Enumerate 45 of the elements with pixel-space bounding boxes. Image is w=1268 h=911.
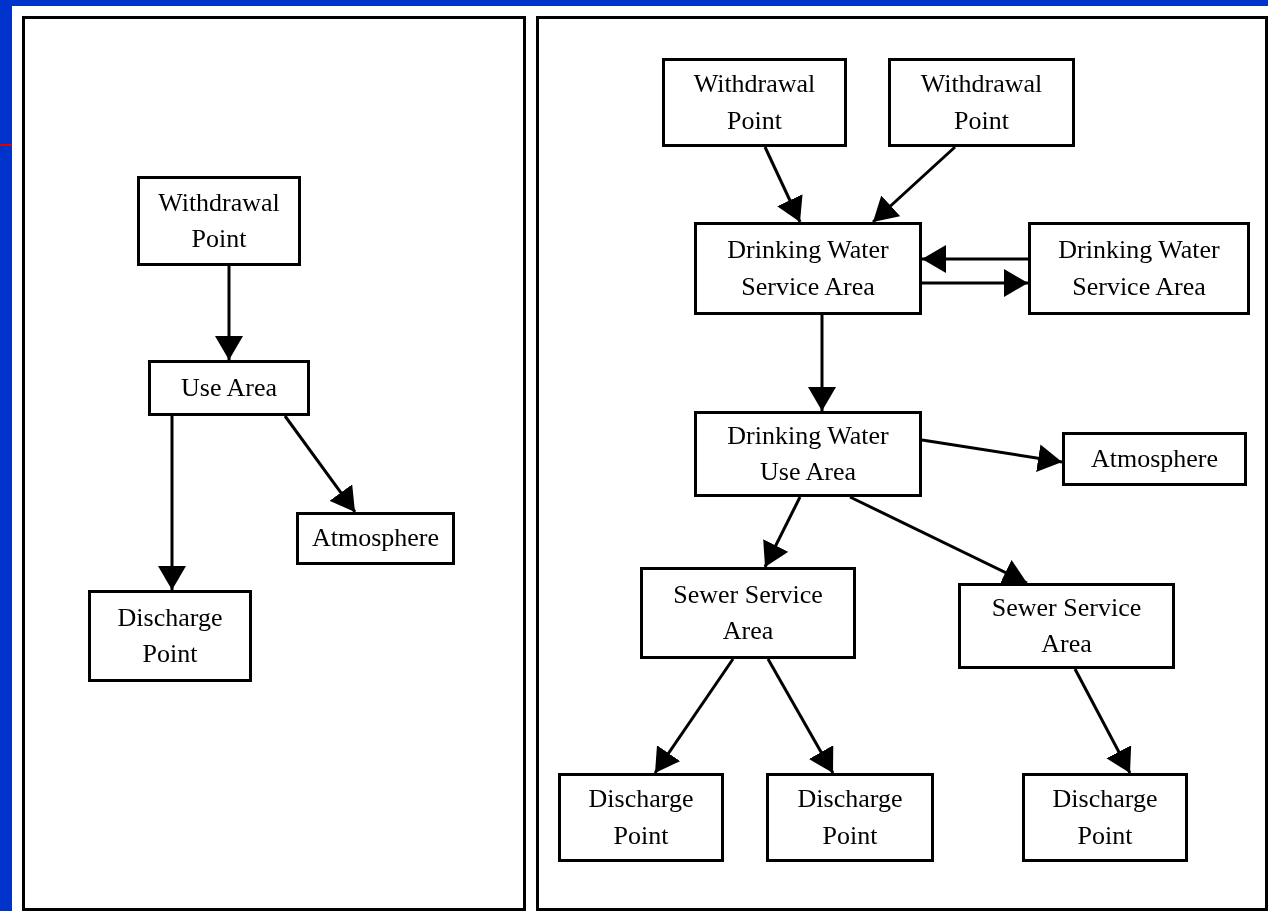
process-box [662,58,847,147]
node-label: Drinking Water Service Area [1057,234,1221,303]
node-label: Withdrawal Point [692,68,817,137]
arrow [922,269,1028,297]
arrow [766,658,835,774]
process-box [694,222,922,315]
arrow [921,438,1063,473]
arrow [283,415,357,513]
node-label: Withdrawal Point [157,186,281,255]
node-label: Discharge Point [796,783,904,852]
arrow [1073,668,1132,774]
process-box [888,58,1075,147]
process-box [640,567,856,659]
arrow [215,266,243,360]
node-label: Drinking Water Service Area [726,234,890,303]
node-label: Discharge Point [116,601,224,670]
panel-frame [536,16,1268,911]
node-label: Withdrawal Point [919,68,1044,137]
node-label: Discharge Point [587,783,695,852]
process-box [137,176,301,266]
node-label: Discharge Point [1051,783,1159,852]
process-box [958,583,1175,669]
node-label: Drinking Water Use Area [726,419,890,488]
process-box [766,773,934,862]
node-label: Atmosphere [1090,442,1219,475]
node-label: Sewer Service Area [990,591,1143,660]
arrow [763,496,802,568]
process-box [296,512,455,565]
process-box [1022,773,1188,862]
node-label: Use Area [181,371,277,404]
process-box [1062,432,1247,486]
process-box [88,590,252,682]
process-box [694,411,922,497]
process-box [1028,222,1250,315]
arrow [808,315,836,411]
arrow [922,245,1028,273]
process-box [558,773,724,862]
node-label: Atmosphere [311,522,440,555]
arrow [763,146,803,223]
panel-frame [22,16,526,911]
process-box [148,360,310,416]
arrow [653,658,735,774]
arrow [158,416,186,590]
node-label: Sewer Service Area [672,578,824,647]
arrow [872,145,956,224]
